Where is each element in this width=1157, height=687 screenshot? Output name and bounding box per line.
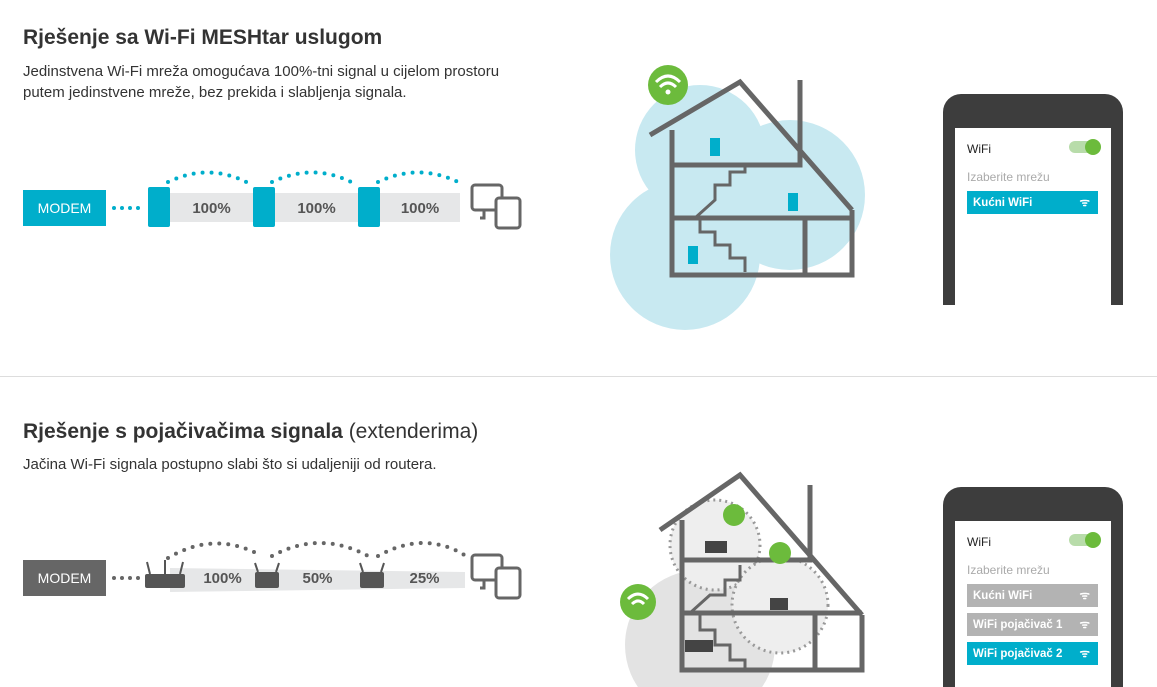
network-name: Kućni WiFi [973, 196, 1033, 209]
wifi-badge-icon [769, 542, 791, 564]
extender-phone: WiFi Izaberite mrežu Kućni WiFi ᯤ WiFi po… [943, 487, 1123, 687]
title-bold: Rješenje s pojačivačima signala [23, 420, 343, 443]
segment-percent: 100% [192, 200, 231, 217]
wifi-icon: ᯤ [1079, 197, 1091, 209]
extender-title: Rješenje s pojačivačima signala (extende… [23, 420, 478, 444]
modem-box: MODEM [23, 190, 106, 226]
choose-network-label: Izaberite mrežu [967, 563, 1050, 577]
wifi-badge-icon [648, 65, 688, 105]
network-item-kucni-wifi[interactable]: Kućni WiFi ᯤ [967, 584, 1098, 607]
choose-network-label: Izaberite mrežu [967, 170, 1050, 184]
wifi-label: WiFi [967, 535, 991, 549]
devices-icon [470, 553, 522, 600]
phone-screen: WiFi Izaberite mrežu Kućni WiFi ᯤ [955, 128, 1111, 305]
wifi-icon: ᯤ [1079, 619, 1091, 631]
network-name: WiFi pojačivač 1 [973, 618, 1063, 631]
wifi-toggle[interactable] [1069, 139, 1101, 155]
dotted-connections [112, 206, 140, 210]
extender-icon [359, 562, 385, 588]
extender-house-illustration [620, 471, 865, 687]
extender-icon [254, 562, 280, 588]
network-item-pojacivac-2[interactable]: WiFi pojačivač 2 ᯤ [967, 642, 1098, 665]
wifi-label: WiFi [967, 142, 991, 156]
wifi-badge-icon [620, 584, 656, 620]
mesh-phone: WiFi Izaberite mrežu Kućni WiFi ᯤ [943, 94, 1123, 305]
router-icon [145, 560, 185, 588]
mesh-node [253, 187, 275, 227]
mesh-desc-line: putem jedinstvene mreže, bez prekida i s… [23, 84, 407, 101]
mesh-diagram [112, 170, 522, 230]
section-divider [0, 376, 1157, 377]
modem-box: MODEM [23, 560, 106, 596]
mesh-house-illustration [610, 65, 865, 330]
network-item-kucni-wifi[interactable]: Kućni WiFi ᯤ [967, 191, 1098, 214]
signal-bar [170, 568, 465, 592]
devices-icon [470, 183, 522, 230]
network-item-pojacivac-1[interactable]: WiFi pojačivač 1 ᯤ [967, 613, 1098, 636]
segment-percent: 100% [400, 200, 440, 217]
mesh-node [358, 187, 380, 227]
network-name: WiFi pojačivač 2 [973, 647, 1063, 660]
signal-bar [160, 193, 460, 222]
phone-screen: WiFi Izaberite mrežu Kućni WiFi ᯤ WiFi po… [955, 521, 1111, 687]
wifi-badge-icon [723, 504, 745, 526]
segment-percent: 50% [302, 570, 333, 587]
mesh-title: Rješenje sa Wi-Fi MESHtar uslugom [23, 26, 383, 49]
wifi-toggle[interactable] [1069, 532, 1101, 548]
segment-percent: 100% [203, 570, 242, 587]
mesh-desc-line: Jedinstvena Wi-Fi mreža omogućava 100%-t… [23, 63, 500, 80]
network-name: Kućni WiFi [973, 589, 1033, 602]
segment-percent: 100% [297, 200, 336, 217]
mesh-description: Jedinstvena Wi-Fi mreža omogućava 100%-t… [23, 61, 499, 103]
segment-percent: 25% [409, 570, 440, 587]
wifi-icon: ᯤ [1079, 648, 1091, 660]
mesh-node [148, 187, 170, 227]
extender-description: Jačina Wi-Fi signala postupno slabi što … [23, 456, 437, 473]
title-light: (extenderima) [348, 420, 479, 443]
wifi-icon: ᯤ [1079, 590, 1091, 602]
extender-diagram [112, 541, 522, 600]
